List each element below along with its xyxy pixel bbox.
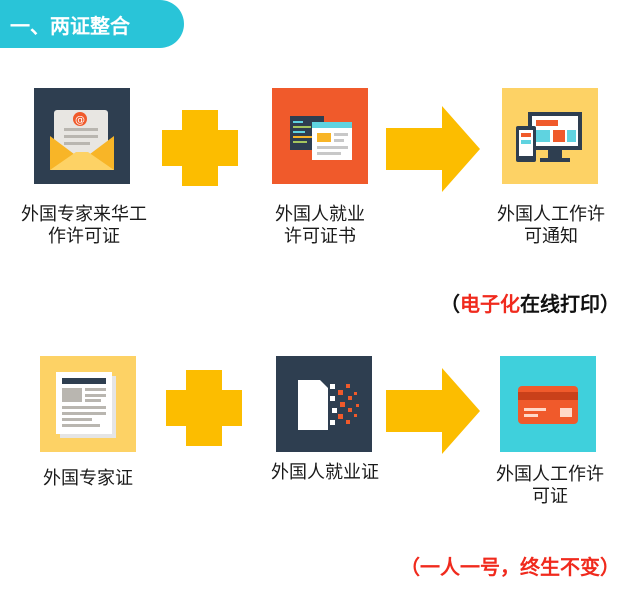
item-label-line1: 外国人就业证 xyxy=(271,462,379,483)
item-expert-work-permit: 外国专家来华工 作许可证 xyxy=(14,204,154,248)
item-expert-certificate: 外国专家证 xyxy=(18,468,158,490)
item-work-permit: 外国人工作许 可证 xyxy=(476,464,624,508)
note-paren-close: ） xyxy=(600,292,620,316)
card-icon xyxy=(500,356,596,452)
envelope-mail-icon: @ xyxy=(34,88,130,184)
arrow-right-icon xyxy=(386,104,480,198)
item-employment-certificate: 外国人就业证 xyxy=(250,462,400,484)
section-title: 一、两证整合 xyxy=(0,0,184,48)
item-label-line2: 可通知 xyxy=(524,226,578,247)
item-label-line1: 外国专家来华工 xyxy=(21,204,147,225)
item-label-line1: 外国专家证 xyxy=(43,468,133,489)
item-label-line1: 外国人工作许 xyxy=(496,464,604,485)
svg-text:@: @ xyxy=(75,115,85,126)
item-label-line2: 许可证书 xyxy=(284,226,356,247)
note-paren-open: （ xyxy=(440,292,460,316)
item-label-line2: 可证 xyxy=(532,486,568,507)
item-employment-permit: 外国人就业 许可证书 xyxy=(250,204,390,248)
note-lifetime-number: （一人一号，终生不变） xyxy=(400,555,620,579)
newspaper-icon xyxy=(40,356,136,452)
note-highlight: 电子化 xyxy=(460,292,520,316)
plus-icon xyxy=(166,370,242,446)
arrow-right-icon xyxy=(386,366,480,460)
note-rest: 在线打印 xyxy=(520,292,600,316)
pixel-document-icon xyxy=(276,356,372,452)
item-label-line2: 作许可证 xyxy=(48,226,120,247)
item-label-line1: 外国人就业 xyxy=(275,204,365,225)
item-work-permit-notice: 外国人工作许 可通知 xyxy=(478,204,624,248)
devices-screens-icon xyxy=(502,88,598,184)
note-electronic-print: （电子化在线打印） xyxy=(440,288,620,317)
item-label-line1: 外国人工作许 xyxy=(497,204,605,225)
plus-icon xyxy=(162,110,238,186)
document-windows-icon xyxy=(272,88,368,184)
